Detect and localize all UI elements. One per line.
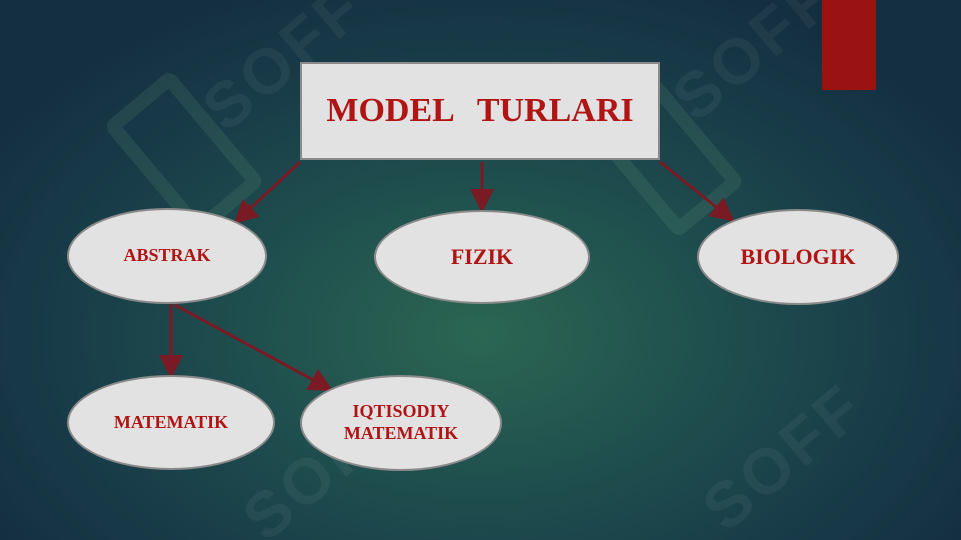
node-fizik: FIZIK <box>374 210 590 304</box>
accent-bar <box>822 0 876 90</box>
diagram-title: MODEL TURLARI <box>326 92 634 129</box>
node-biologik-label: BIOLOGIK <box>740 243 856 269</box>
node-abstrak: ABSTRAK <box>67 208 267 304</box>
node-matematik-label: MATEMATIK <box>113 411 229 432</box>
title-box: MODEL TURLARI <box>300 62 660 160</box>
node-iqtisodiy-matematik: IQTISODIY MATEMATIK <box>300 375 502 471</box>
node-matematik: MATEMATIK <box>67 375 275 470</box>
node-iqtisodiy-label-line1: IQTISODIY <box>352 401 450 422</box>
node-abstrak-label: ABSTRAK <box>123 245 211 266</box>
node-iqtisodiy-label-line2: MATEMATIK <box>343 423 459 443</box>
node-biologik: BIOLOGIK <box>697 209 899 305</box>
node-fizik-label: FIZIK <box>450 243 514 269</box>
edge-title-abstrak <box>233 160 302 225</box>
edge-title-biologik <box>659 160 735 222</box>
edge-abstrak-iqtisodiy <box>174 303 334 391</box>
